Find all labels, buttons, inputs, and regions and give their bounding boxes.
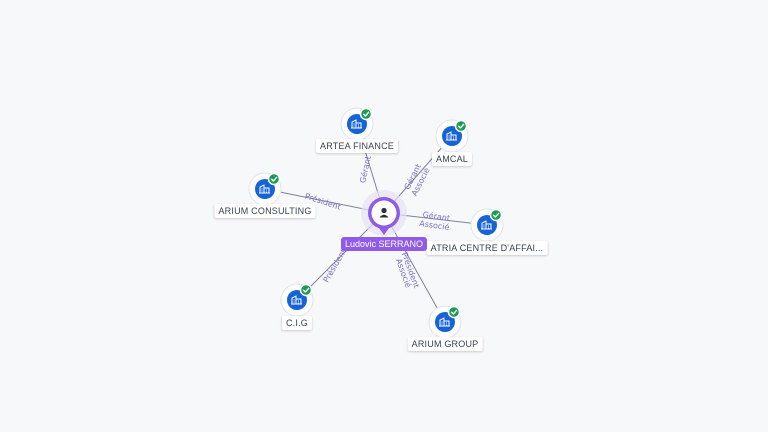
company-node-artea[interactable] [340,107,374,141]
person-node[interactable] [361,190,407,236]
company-icon-bg [435,312,455,332]
company-name-cig[interactable]: C.I.G [281,316,313,330]
company-node-atria[interactable] [470,208,504,242]
building-icon [351,119,362,129]
company-name-arium_group[interactable]: ARIUM GROUP [407,337,483,351]
person-icon [379,207,389,218]
edge-label: Président [321,247,348,284]
company-icon-bg [442,126,462,146]
verified-check-icon [359,107,373,121]
building-icon [481,220,492,230]
verified-check-icon [267,172,281,186]
verified-check-icon [447,305,461,319]
company-name-arium_consulting[interactable]: ARIUM CONSULTING [214,204,316,218]
company-node-arium_consulting[interactable] [248,172,282,206]
company-icon-bg [477,215,497,235]
company-icon-bg [287,290,307,310]
edge-label: Gérant [422,209,451,223]
company-node-amcal[interactable] [435,119,469,153]
company-name-amcal[interactable]: AMCAL [431,152,473,166]
person-name-label[interactable]: Ludovic SERRANO [340,237,428,251]
company-node-arium_group[interactable] [428,305,462,339]
building-icon [439,317,450,327]
company-icon-bg [347,114,367,134]
verified-check-icon [454,119,468,133]
company-icon-bg [255,179,275,199]
company-name-atria[interactable]: ATRIA CENTRE D'AFFAI... [426,241,548,255]
verified-check-icon [299,283,313,297]
building-icon [446,131,457,141]
building-icon [291,295,302,305]
company-name-artea[interactable]: ARTEA FINANCE [316,139,398,153]
verified-check-icon [489,208,503,222]
building-icon [259,184,270,194]
edge-label: Associé [419,218,450,232]
company-node-cig[interactable] [280,283,314,317]
